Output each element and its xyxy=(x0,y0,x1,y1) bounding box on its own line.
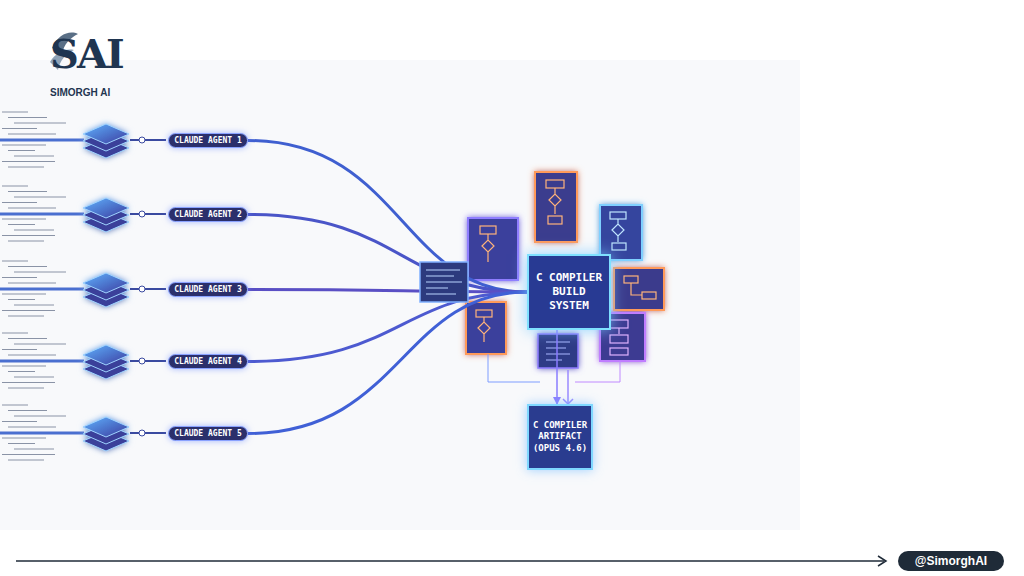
build-system-box: C COMPILER BUILD SYSTEM xyxy=(527,254,611,330)
agent-box: CLAUDE AGENT 3 xyxy=(168,282,248,297)
node-text: CLAUDE AGENT 5 xyxy=(174,429,241,438)
bottom-rule xyxy=(16,556,886,566)
connector xyxy=(248,141,527,293)
artifact-box: C COMPILER ARTIFACT (OPUS 4.6) xyxy=(527,404,593,470)
flowchart-panels xyxy=(466,172,664,368)
code-texture xyxy=(0,112,84,460)
node-text: CLAUDE AGENT 4 xyxy=(174,357,241,366)
node-text: CLAUDE AGENT 2 xyxy=(174,210,241,219)
connector xyxy=(556,330,558,404)
connector xyxy=(248,292,527,434)
connector xyxy=(248,292,527,362)
brand-name: SIMORGH AI xyxy=(50,87,110,98)
node-text: C COMPILER ARTIFACT (OPUS 4.6) xyxy=(532,420,588,454)
agent-box: CLAUDE AGENT 1 xyxy=(168,133,248,148)
connector xyxy=(248,290,527,293)
flowchart-glyphs xyxy=(476,180,656,360)
server-icons xyxy=(83,124,166,451)
node-text: C COMPILER BUILD SYSTEM xyxy=(533,271,605,312)
node-text: CLAUDE AGENT 1 xyxy=(174,136,241,145)
background-panel xyxy=(0,60,800,530)
connector xyxy=(248,215,527,293)
node-text: @SimorghAI xyxy=(915,554,987,568)
handle-pill: @SimorghAI xyxy=(898,551,1004,571)
agent-box: CLAUDE AGENT 5 xyxy=(168,426,248,441)
agent-box: CLAUDE AGENT 2 xyxy=(168,207,248,222)
agent-box: CLAUDE AGENT 4 xyxy=(168,354,248,369)
logo-text: SAI xyxy=(50,30,123,77)
node-text: CLAUDE AGENT 3 xyxy=(174,285,241,294)
